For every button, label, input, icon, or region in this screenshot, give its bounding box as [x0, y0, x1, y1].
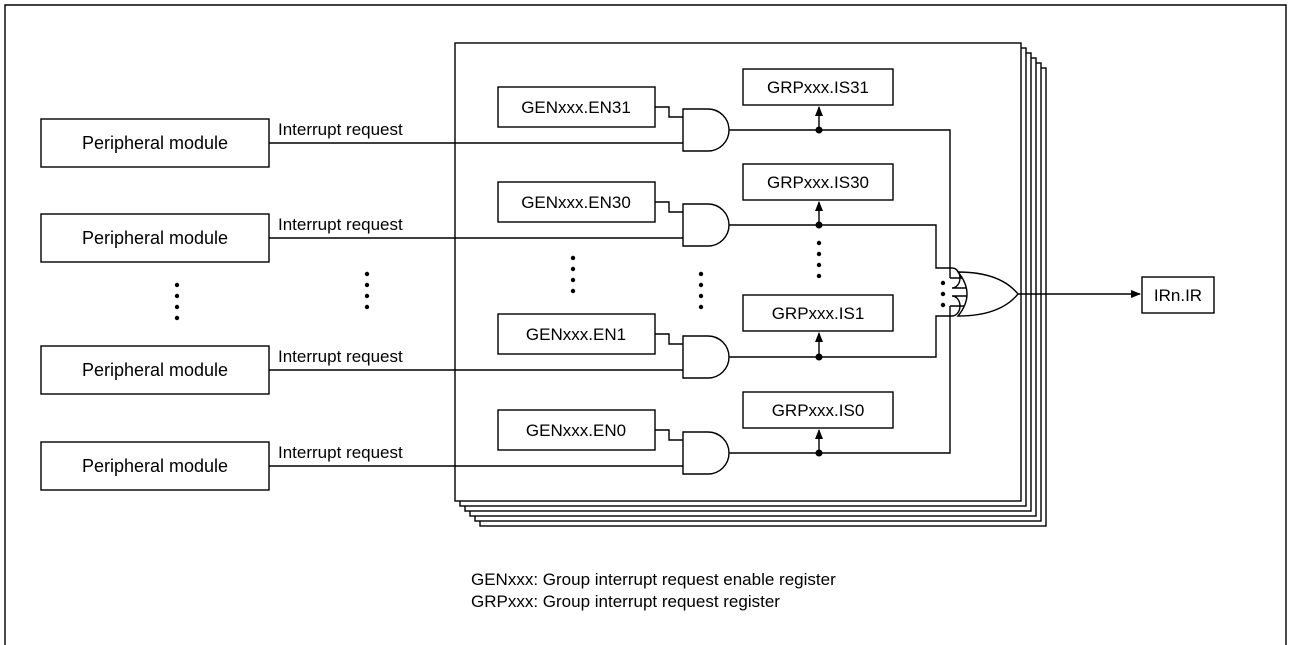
- enable-register-box: [497, 409, 656, 451]
- peripheral-module-box: [40, 213, 270, 263]
- status-register-box: [742, 294, 894, 332]
- enable-register-box: [497, 313, 656, 355]
- status-register-label: GRPxxx.IS0: [772, 401, 865, 420]
- status-register-label: GRPxxx.IS1: [772, 304, 865, 323]
- status-register-box: [742, 163, 894, 201]
- and-gate-icon: [682, 203, 730, 247]
- interrupt-request-label: Interrupt request: [278, 120, 403, 139]
- junction-dot: [815, 221, 823, 229]
- enable-register-label: GENxxx.EN0: [526, 421, 626, 440]
- and-gate-icon: [682, 431, 730, 475]
- enable-row-3: GENxxx.EN0: [497, 409, 683, 451]
- status-row-2: GRPxxx.IS1: [742, 294, 894, 332]
- interrupt-request-label: Interrupt request: [278, 215, 403, 234]
- junction-dot: [815, 449, 823, 457]
- outer-frame: [4, 4, 1287, 645]
- peripheral-module-label: Peripheral module: [82, 133, 228, 153]
- peripheral-module-box: [40, 441, 270, 491]
- module-row-2: Peripheral module Interrupt request: [40, 345, 403, 395]
- junction-dot: [815, 126, 823, 134]
- and-gate-icon: [682, 335, 730, 379]
- status-register-label: GRPxxx.IS31: [767, 78, 869, 97]
- legend-line-gen: GENxxx: Group interrupt request enable r…: [471, 570, 836, 589]
- interrupt-request-label: Interrupt request: [278, 347, 403, 366]
- status-register-label: GRPxxx.IS30: [767, 173, 869, 192]
- status-row-0: GRPxxx.IS31: [742, 68, 894, 106]
- status-taps: [815, 106, 823, 457]
- enable-row-0: GENxxx.EN31: [497, 86, 683, 128]
- status-register-box: [742, 68, 894, 106]
- status-row-3: GRPxxx.IS0: [742, 391, 894, 429]
- and-gate-icon: [682, 108, 730, 152]
- enable-register-label: GENxxx.EN1: [526, 325, 626, 344]
- request-lines: [269, 142, 683, 467]
- peripheral-module-label: Peripheral module: [82, 360, 228, 380]
- enable-register-box: [497, 181, 656, 223]
- legend-line-grp: GRPxxx: Group interrupt request register: [471, 592, 780, 611]
- interrupt-request-label: Interrupt request: [278, 443, 403, 462]
- or-gate-icon: [956, 271, 1019, 317]
- peripheral-module-label: Peripheral module: [82, 456, 228, 476]
- enable-register-label: GENxxx.EN31: [521, 98, 631, 117]
- enable-register-label: GENxxx.EN30: [521, 193, 631, 212]
- status-register-box: [742, 391, 894, 429]
- peripheral-module-label: Peripheral module: [82, 228, 228, 248]
- and-gates: [682, 108, 730, 475]
- module-row-3: Peripheral module Interrupt request: [40, 441, 403, 491]
- enable-row-1: GENxxx.EN30: [497, 181, 683, 223]
- status-row-1: GRPxxx.IS30: [742, 163, 894, 201]
- output-register-box: [1141, 276, 1215, 314]
- enable-register-box: [497, 86, 656, 128]
- module-row-1: Peripheral module Interrupt request: [40, 213, 403, 263]
- output-register-label: IRn.IR: [1154, 286, 1202, 305]
- ellipsis-dots: [174, 240, 946, 321]
- enable-row-2: GENxxx.EN1: [497, 313, 683, 355]
- junction-dot: [815, 353, 823, 361]
